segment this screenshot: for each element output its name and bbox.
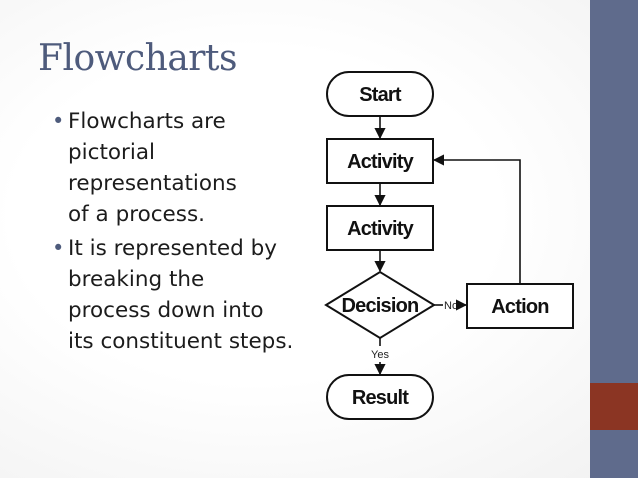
node-label-action: Action bbox=[491, 296, 548, 318]
slide-title: Flowcharts bbox=[38, 38, 237, 79]
node-label-activity-1: Activity bbox=[347, 151, 415, 173]
edge-label-no: No bbox=[444, 300, 458, 312]
node-label-activity-2: Activity bbox=[347, 218, 415, 240]
bullet-marker: • bbox=[52, 109, 65, 133]
edge-label-yes: Yes bbox=[371, 349, 389, 361]
flow-node-decision: Decision bbox=[324, 270, 436, 340]
flow-node-result: Result bbox=[326, 374, 434, 420]
node-label-decision: Decision bbox=[342, 295, 419, 317]
flow-node-start: Start bbox=[326, 71, 434, 117]
side-accent-block bbox=[590, 383, 638, 430]
flowchart-diagram: Start Activity Activity Decision Action … bbox=[324, 71, 574, 420]
bullet-list: • Flowcharts are pictorial representatio… bbox=[52, 106, 322, 360]
node-label-result: Result bbox=[352, 387, 409, 409]
node-label-start: Start bbox=[359, 84, 402, 106]
edge-action-to-activity-1 bbox=[432, 154, 521, 284]
flow-node-activity-1: Activity bbox=[326, 138, 434, 184]
bullet-item: • Flowcharts are pictorial representatio… bbox=[52, 106, 322, 230]
bullet-text: Flowcharts are pictorial representations… bbox=[68, 109, 237, 227]
flow-node-activity-2: Activity bbox=[326, 205, 434, 251]
bullet-text: It is represented by breaking the proces… bbox=[68, 236, 294, 354]
flow-node-action: Action bbox=[466, 283, 574, 329]
bullet-marker: • bbox=[52, 236, 65, 260]
bullet-item: • It is represented by breaking the proc… bbox=[52, 233, 322, 357]
